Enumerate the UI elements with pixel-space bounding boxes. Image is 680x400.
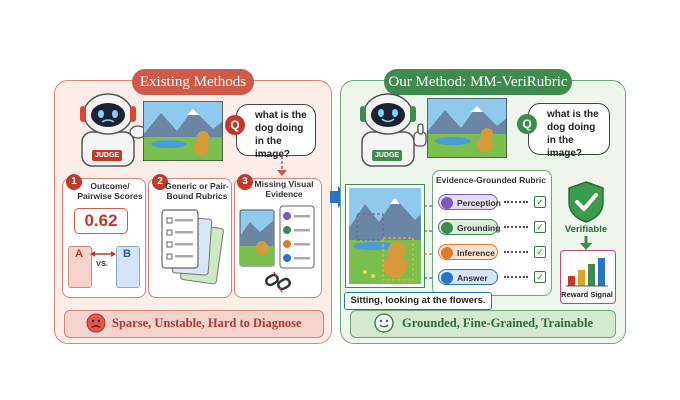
card-1-label: Outcome/ Pairwise Scores [77,181,143,201]
answer-dots [504,276,528,278]
inference-dots [504,251,528,253]
happy-face-icon [374,313,394,333]
card-2-label: Generic or Pair-Bound Rubrics [165,181,229,201]
reward-bars-icon [566,258,608,287]
dashed-connector [277,156,287,176]
grounding-dots [504,226,528,228]
left-footer-text: Sparse, Unstable, Hard to Diagnose [112,316,302,330]
sad-face-icon [86,313,106,333]
rubric-item-perception: Perception [438,194,501,210]
judge-label: JUDGE [92,150,122,161]
rubric-item-answer: Answer [438,269,498,285]
option-a-label: A [75,248,83,260]
stacked-rubric-sheets-icon [161,209,224,285]
grounding-check-icon: ✓ [534,221,546,233]
card-2-number: 2 [152,174,168,190]
left-footer-bar [64,310,324,338]
down-arrow-icon [580,236,592,250]
question-text-right: what is the dog doing in the image? [547,109,599,159]
right-footer-bar [350,310,616,338]
option-b-card [116,246,140,288]
grounding-target-icon [441,222,453,234]
question-badge-right: Q [517,114,537,134]
rubric-item-grounding: Grounding [438,219,500,235]
card-1-number: 1 [66,174,82,190]
rubric-item-inference: Inference [438,244,498,260]
inference-brain-icon [441,247,453,259]
question-bubble-right: what is the dog doing in the image? [528,103,610,159]
perception-check-icon: ✓ [534,196,546,208]
score-box: 0.62 [74,208,128,234]
dog-landscape-image-right [427,98,507,158]
answer-check-icon: ✓ [534,271,546,283]
question-badge: Q [225,115,245,135]
rubric-title: Evidence-Grounded Rubric [435,175,547,185]
right-footer-text: Grounded, Fine-Grained, Trainable [402,316,593,330]
reward-signal-label: Reward Signal [561,290,613,299]
method-transition-arrow-icon [330,186,348,208]
card-3-label: Missing Visual Evidence [254,179,314,199]
option-a-card [68,246,92,288]
perception-dots [504,201,528,203]
option-b-label: B [123,248,131,260]
question-text: what is the dog doing in the image? [255,110,307,160]
dog-landscape-image [143,101,223,161]
answer-chat-icon [441,272,453,284]
answer-caption: Sitting, looking at the flowers. [344,292,492,310]
perception-eye-icon [441,197,453,209]
versus-label: VS. [95,259,109,268]
evidence-image [345,184,425,288]
existing-methods-title: Existing Methods [132,69,254,95]
verifiable-shield-icon [568,181,604,223]
missing-evidence-icon [239,205,315,293]
verifiable-label: Verifiable [564,224,608,235]
judge-label-right: JUDGE [372,150,402,161]
question-bubble: what is the dog doing in the image? [236,104,316,160]
inference-check-icon: ✓ [534,246,546,258]
our-method-title: Our Method: MM-VeriRubric [384,69,572,95]
card-3-number: 3 [237,174,253,190]
versus-arrow-icon [90,251,116,257]
